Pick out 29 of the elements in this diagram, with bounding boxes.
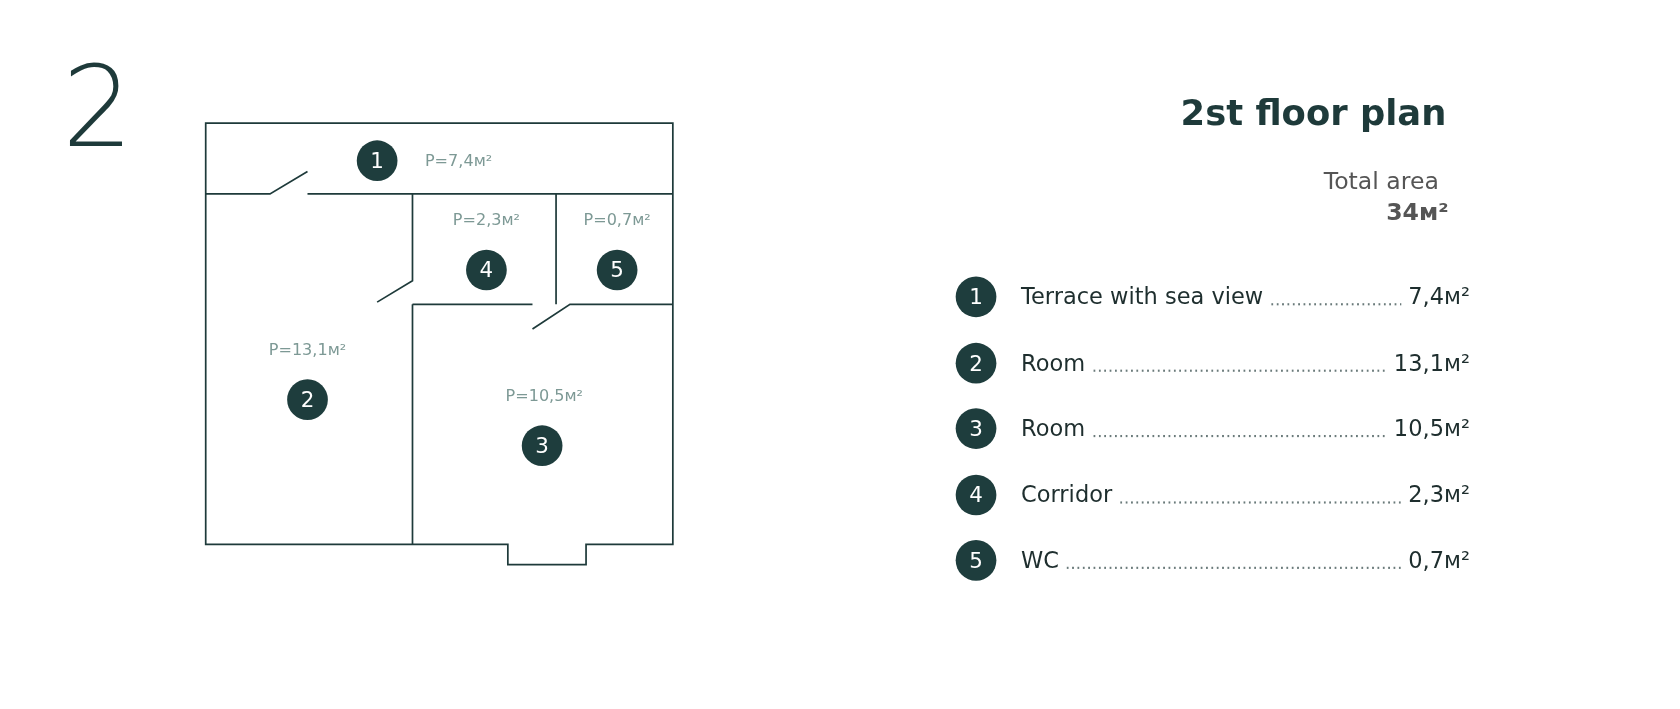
total-area-value: 34м² bbox=[1386, 198, 1449, 225]
area-label: P=10,5м² bbox=[505, 385, 584, 405]
plan-title: 2st floor plan bbox=[1180, 92, 1447, 134]
room-name: Terrace with sea view bbox=[1021, 283, 1264, 310]
room-name: Room bbox=[1021, 415, 1086, 442]
number-badge: 5 bbox=[955, 540, 997, 581]
number-badge: 3 bbox=[955, 408, 997, 449]
area-label: P=2,3м² bbox=[452, 210, 521, 230]
number-badge: 4 bbox=[466, 249, 507, 291]
area-value: 0,7м² bbox=[1408, 547, 1470, 574]
area-label: P=7,4м² bbox=[424, 151, 493, 171]
room-name: WC bbox=[1021, 547, 1059, 574]
number-badge: 1 bbox=[955, 276, 997, 318]
area-label: P=0,7м² bbox=[583, 210, 651, 230]
area-label: P=13,1м² bbox=[268, 339, 347, 359]
area-value: 13,1м² bbox=[1393, 350, 1470, 377]
number-badge: 1 bbox=[356, 140, 398, 182]
floor-number: 2 bbox=[62, 51, 134, 163]
number-badge: 2 bbox=[287, 379, 328, 420]
area-value: 7,4м² bbox=[1408, 283, 1470, 310]
room-name: Corridor bbox=[1021, 482, 1113, 508]
area-value: 10,5м² bbox=[1393, 415, 1470, 442]
area-value: 2,3м² bbox=[1408, 482, 1470, 508]
number-badge: 5 bbox=[596, 249, 638, 291]
number-badge: 3 bbox=[521, 425, 563, 467]
number-badge: 2 bbox=[955, 342, 997, 384]
number-badge: 4 bbox=[955, 474, 997, 516]
total-area-label: Total area bbox=[1323, 167, 1439, 194]
room-name: Room bbox=[1021, 350, 1086, 377]
